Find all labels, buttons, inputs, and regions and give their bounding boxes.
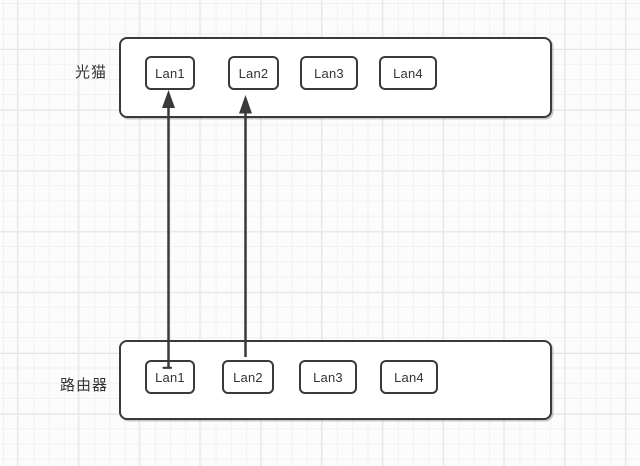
- router-label: 路由器: [60, 377, 109, 394]
- modem-port-lan1: Lan1: [145, 56, 195, 90]
- arrow-router-lan2-to-modem-lan2: [239, 95, 252, 357]
- router-port-lan4: Lan4: [380, 360, 438, 394]
- router-port-lan3: Lan3: [299, 360, 357, 394]
- modem-label: 光猫: [75, 64, 108, 81]
- arrow-router-lan1-to-modem-lan1: [162, 90, 175, 369]
- router-port-lan2: Lan2: [222, 360, 274, 394]
- router-port-lan1: Lan1: [145, 360, 195, 394]
- router-box: Lan1 Lan2 Lan3 Lan4: [119, 340, 552, 420]
- modem-box: Lan1 Lan2 Lan3 Lan4: [119, 37, 552, 118]
- modem-port-lan2: Lan2: [228, 56, 279, 90]
- modem-port-lan4: Lan4: [379, 56, 437, 90]
- modem-port-lan3: Lan3: [300, 56, 358, 90]
